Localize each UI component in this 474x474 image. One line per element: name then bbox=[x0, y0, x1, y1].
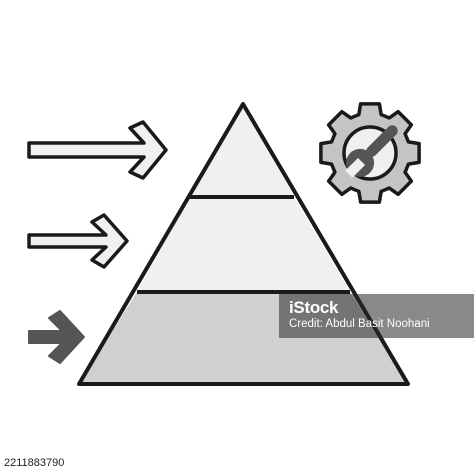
watermark-credit: Credit: Abdul Basit Noohani bbox=[289, 318, 430, 330]
watermark: iStock Credit: Abdul Basit Noohani bbox=[279, 294, 474, 338]
arrow-right-icon bbox=[27, 213, 129, 269]
arrow-right-icon bbox=[28, 310, 85, 364]
pyramid-tier-middle bbox=[137, 197, 350, 292]
arrow-right-icon bbox=[27, 120, 168, 180]
wrench-icon bbox=[345, 125, 398, 178]
watermark-logo: iStock bbox=[289, 298, 339, 317]
gear-wrench-icon bbox=[319, 102, 421, 204]
stock-id: 2211883790 bbox=[4, 457, 65, 469]
pyramid-tier-top bbox=[190, 104, 294, 197]
